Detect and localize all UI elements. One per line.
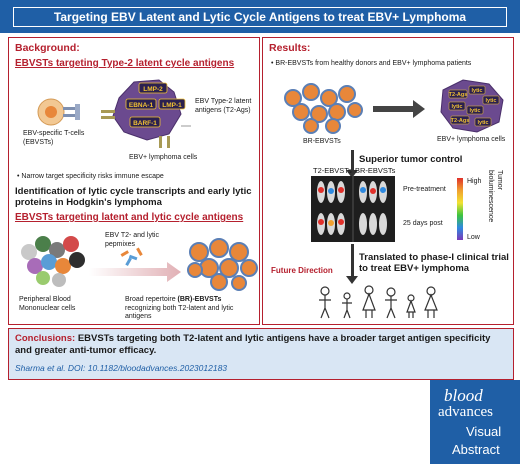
background-subtitle-1: EBVSTs targeting Type-2 latent cycle ant… <box>15 58 235 69</box>
title-banner: Targeting EBV Latent and Lytic Cycle Ant… <box>0 0 520 33</box>
br-ebvst-label: Broad repertoire (BR)-EBVSTs recognizing… <box>125 296 257 322</box>
results-heading: Results: <box>269 42 311 54</box>
killing-diagram: T2-Ags lytic lytic lytic lytic T2-Ags ly… <box>284 79 504 134</box>
mice-row-post <box>317 213 387 235</box>
logo-line-4: Abstract <box>452 442 500 457</box>
scale-high-label: High <box>467 178 482 185</box>
antigen-lmp2: LMP-2 <box>143 86 163 93</box>
expansion-diagram <box>21 236 258 291</box>
antigen-barf1: BARF-1 <box>133 120 157 127</box>
color-scale-bar <box>457 178 463 240</box>
conclusion-box: Conclusions: EBVSTs targeting both T2-la… <box>8 328 514 380</box>
latent-antigen-diagram: LMP-2 EBNA-1 LMP-1 BARF-1 <box>37 79 191 148</box>
br-label-pre: Broad repertoire <box>125 296 176 303</box>
tumor-tag-0: T2-Ags <box>449 92 468 98</box>
future-heading: Future Direction <box>271 266 333 275</box>
logo-line-2: advances <box>438 404 493 420</box>
conclusion-text-block: Conclusions: EBVSTs targeting both T2-la… <box>15 333 509 356</box>
br-ebvst-cluster-icon <box>187 238 258 291</box>
down-arrow-1 <box>351 150 354 172</box>
col-br-label: BR-EBVSTs <box>355 166 396 175</box>
antigen-ebna1: EBNA-1 <box>129 102 154 109</box>
antigen-label: EBV Type-2 latent antigens (T2-Ags) <box>195 98 252 114</box>
tumor-tag-4: lytic <box>469 108 480 114</box>
tumor-tag-6: lytic <box>477 120 488 126</box>
conclusion-body: EBVSTs targeting both T2-latent and lyti… <box>15 333 491 356</box>
br-ebvst-results-label: BR-EBVSTs <box>303 138 341 145</box>
tumor-tag-2: lytic <box>485 98 496 104</box>
pepmix-icon <box>120 247 143 266</box>
citation-link[interactable]: Sharma et al. DOI: 10.1182/bloodadvances… <box>15 363 228 373</box>
logo-line-3: Visual <box>466 424 502 439</box>
background-heading: Background: <box>15 42 80 54</box>
family-icon <box>319 285 438 319</box>
tumor-results-label: EBV+ lymphoma cells <box>437 136 506 143</box>
tumor-tag-1: lytic <box>471 88 482 94</box>
col-t2-label: T2-EBVSTs <box>313 166 352 175</box>
page-title: Targeting EBV Latent and Lytic Cycle Ant… <box>12 6 508 27</box>
logo-line-1: blood <box>444 386 483 405</box>
scale-title: Tumor bioluminescence <box>487 170 504 223</box>
conclusion-label: Conclusions: <box>15 333 76 344</box>
bioluminescence-images <box>311 176 395 242</box>
br-label-post: recognizing both T2-latent and lytic ant… <box>125 304 234 321</box>
expansion-arrow <box>89 262 181 282</box>
kill-arrow <box>373 100 425 118</box>
background-bullet-text: Narrow target specificity risks immune e… <box>21 173 164 180</box>
down-arrow-1-head <box>346 170 358 178</box>
mice-row-pre <box>317 181 387 203</box>
tcell-label: EBV-specific T-cells (EBVSTs) <box>23 130 85 146</box>
future-text: Translated to phase-I clinical trial to … <box>359 252 509 274</box>
tcell-icon <box>37 98 80 126</box>
tumor-tag-3: lytic <box>451 104 462 110</box>
results-bullet: • BR-EBVSTs from healthy donors and EBV+… <box>271 60 472 67</box>
down-arrow-2 <box>351 244 354 278</box>
post-treatment-label: 25 days post <box>403 220 443 227</box>
results-panel: Results: • BR-EBVSTs from healthy donors… <box>262 37 514 325</box>
journal-logo: blood advances Visual Abstract <box>430 380 520 464</box>
superior-control-text: Superior tumor control <box>359 154 463 165</box>
pepmix-label: EBV T2- and lytic pepmixes <box>105 232 159 248</box>
background-panel: Background: EBVSTs targeting Type-2 late… <box>8 37 260 325</box>
down-arrow-2-head <box>346 276 358 284</box>
background-subtitle-2: EBVSTs targeting latent and lytic cycle … <box>15 212 244 223</box>
br-ebvst-group-icon <box>284 83 363 134</box>
scale-low-label: Low <box>467 234 480 241</box>
br-label-bold: (BR)-EBVSTs <box>177 296 222 303</box>
lytic-finding: Identification of lytic cycle transcript… <box>15 186 252 208</box>
pre-treatment-label: Pre-treatment <box>403 186 446 193</box>
pbmc-label: Peripheral Blood Mononuclear cells <box>19 296 76 312</box>
background-bullet: • Narrow target specificity risks immune… <box>17 173 164 180</box>
lymphoma-label: EBV+ lymphoma cells <box>129 154 198 161</box>
antigen-lmp1: LMP-1 <box>162 102 182 109</box>
tumor-tag-5: T2-Ags <box>451 118 470 124</box>
pbmc-cluster-icon <box>21 236 85 287</box>
results-bullet-text: BR-EBVSTs from healthy donors and EBV+ l… <box>275 60 472 67</box>
